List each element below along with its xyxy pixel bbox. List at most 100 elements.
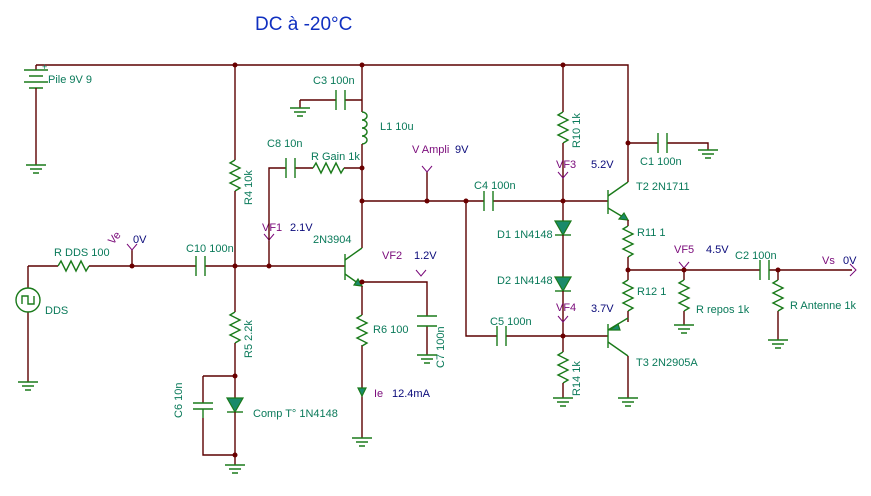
vf5-name: VF5 bbox=[674, 244, 694, 256]
vf5-value: 4.5V bbox=[706, 244, 729, 256]
t2-label: T2 2N1711 bbox=[636, 181, 690, 193]
c1-label: C1 100n bbox=[640, 156, 682, 168]
d1-label: D1 1N4148 bbox=[497, 229, 553, 241]
c3-label: C3 100n bbox=[313, 75, 355, 87]
c6-label: C6 10n bbox=[173, 383, 185, 418]
r6-label: R6 100 bbox=[373, 324, 408, 336]
resistor-r14 bbox=[556, 351, 570, 384]
junction-dots bbox=[129, 62, 781, 458]
resistor-rantenne bbox=[771, 279, 785, 312]
resistor-rdds bbox=[57, 259, 90, 273]
dds-source-icon bbox=[15, 287, 41, 313]
r11-label: R11 1 bbox=[637, 227, 666, 239]
diagram-title: DC à -20°C bbox=[255, 14, 352, 35]
ground-symbol bbox=[768, 339, 788, 349]
ground-symbol bbox=[290, 107, 310, 117]
probe-vf3-icon bbox=[557, 171, 569, 179]
probe-vs-icon bbox=[849, 263, 857, 277]
c8-label: C8 10n bbox=[267, 138, 302, 150]
vf3-value: 5.2V bbox=[591, 159, 614, 171]
capacitor-c7 bbox=[417, 315, 437, 327]
r5-label: R5 2.2k bbox=[243, 320, 255, 358]
c4-label: C4 100n bbox=[474, 180, 516, 192]
ie-value: 12.4mA bbox=[392, 388, 431, 400]
battery-symbol: + bbox=[24, 62, 48, 165]
probe-vf5-icon bbox=[678, 261, 690, 269]
current-meter-icon bbox=[357, 387, 367, 398]
vf2-value: 1.2V bbox=[414, 250, 437, 262]
diode-comp bbox=[225, 397, 245, 414]
probe-vf4-icon bbox=[557, 315, 569, 323]
inductor-l1 bbox=[361, 111, 368, 145]
resistor-r12 bbox=[621, 279, 635, 312]
vf1-value: 2.1V bbox=[290, 222, 313, 234]
resistor-rrepos bbox=[677, 279, 691, 312]
r10-label: R10 1k bbox=[571, 113, 583, 148]
capacitor-c5 bbox=[496, 326, 507, 346]
comp-label: Comp T° 1N4148 bbox=[253, 408, 338, 420]
vs-name: Vs bbox=[822, 255, 835, 267]
ground-symbol bbox=[225, 464, 245, 474]
capacitor-c2 bbox=[759, 260, 770, 280]
vf3-name: VF3 bbox=[556, 159, 576, 171]
resistor-r10 bbox=[556, 111, 570, 144]
ground-symbol bbox=[352, 437, 372, 447]
ve-name: Ve bbox=[106, 229, 123, 247]
vampli-name: V Ampli bbox=[412, 144, 449, 156]
resistor-r5 bbox=[228, 311, 242, 344]
ground-symbol bbox=[18, 381, 38, 391]
vf4-name: VF4 bbox=[556, 302, 576, 314]
probe-vf2-icon bbox=[415, 269, 427, 277]
q1-label: 2N3904 bbox=[313, 234, 352, 246]
l1-label: L1 10u bbox=[380, 121, 414, 133]
vf4-value: 3.7V bbox=[591, 303, 614, 315]
ground-symbol bbox=[417, 354, 437, 364]
ground-symbol bbox=[553, 397, 573, 407]
capacitor-c8 bbox=[285, 158, 296, 178]
capacitor-c10 bbox=[195, 256, 206, 276]
d2-label: D2 1N4148 bbox=[497, 275, 553, 287]
capacitor-c6 bbox=[193, 402, 213, 418]
vf2-name: VF2 bbox=[382, 250, 402, 262]
rdds-label: R DDS 100 bbox=[54, 247, 110, 259]
capacitor-c4 bbox=[483, 191, 494, 211]
vf1-name: VF1 bbox=[262, 222, 282, 234]
capacitor-c1 bbox=[657, 133, 668, 153]
r12-label: R12 1 bbox=[637, 286, 666, 298]
c7-label: C7 100n bbox=[435, 326, 447, 368]
r4-label: R4 10k bbox=[243, 170, 255, 205]
resistor-r6 bbox=[355, 314, 369, 347]
capacitor-c3 bbox=[335, 90, 346, 110]
probe-vampli-icon bbox=[421, 165, 433, 173]
ground-symbol bbox=[618, 397, 638, 407]
resistor-r4 bbox=[228, 159, 242, 192]
vampli-value: 9V bbox=[455, 144, 469, 156]
ve-value: 0V bbox=[133, 234, 147, 246]
ground-symbol bbox=[674, 324, 694, 334]
r14-label: R14 1k bbox=[571, 361, 583, 396]
diode-d1 bbox=[553, 220, 573, 237]
c5-label: C5 100n bbox=[490, 316, 532, 328]
rgain-label: R Gain 1k bbox=[311, 151, 360, 163]
resistor-r11 bbox=[621, 225, 635, 258]
t3-label: T3 2N2905A bbox=[636, 357, 698, 369]
vs-value: 0V bbox=[843, 255, 857, 267]
diode-d2 bbox=[553, 276, 573, 293]
transistor-t2 bbox=[607, 181, 630, 221]
svg-text:+: + bbox=[42, 62, 47, 72]
transistor-q1 bbox=[344, 247, 364, 287]
c2-label: C2 100n bbox=[735, 250, 777, 262]
rrepos-label: R repos 1k bbox=[696, 304, 750, 316]
dds-label: DDS bbox=[45, 305, 68, 317]
ground-symbol bbox=[698, 149, 718, 159]
resistor-rgain bbox=[312, 161, 345, 175]
ground-symbol bbox=[26, 164, 46, 174]
transistor-t3 bbox=[607, 317, 629, 357]
c10-label: C10 100n bbox=[186, 243, 234, 255]
probe-ve-icon bbox=[126, 243, 138, 251]
battery-label: Pile 9V 9 bbox=[48, 74, 92, 86]
rantenne-label: R Antenne 1k bbox=[790, 300, 857, 312]
ie-name: Ie bbox=[374, 388, 383, 400]
